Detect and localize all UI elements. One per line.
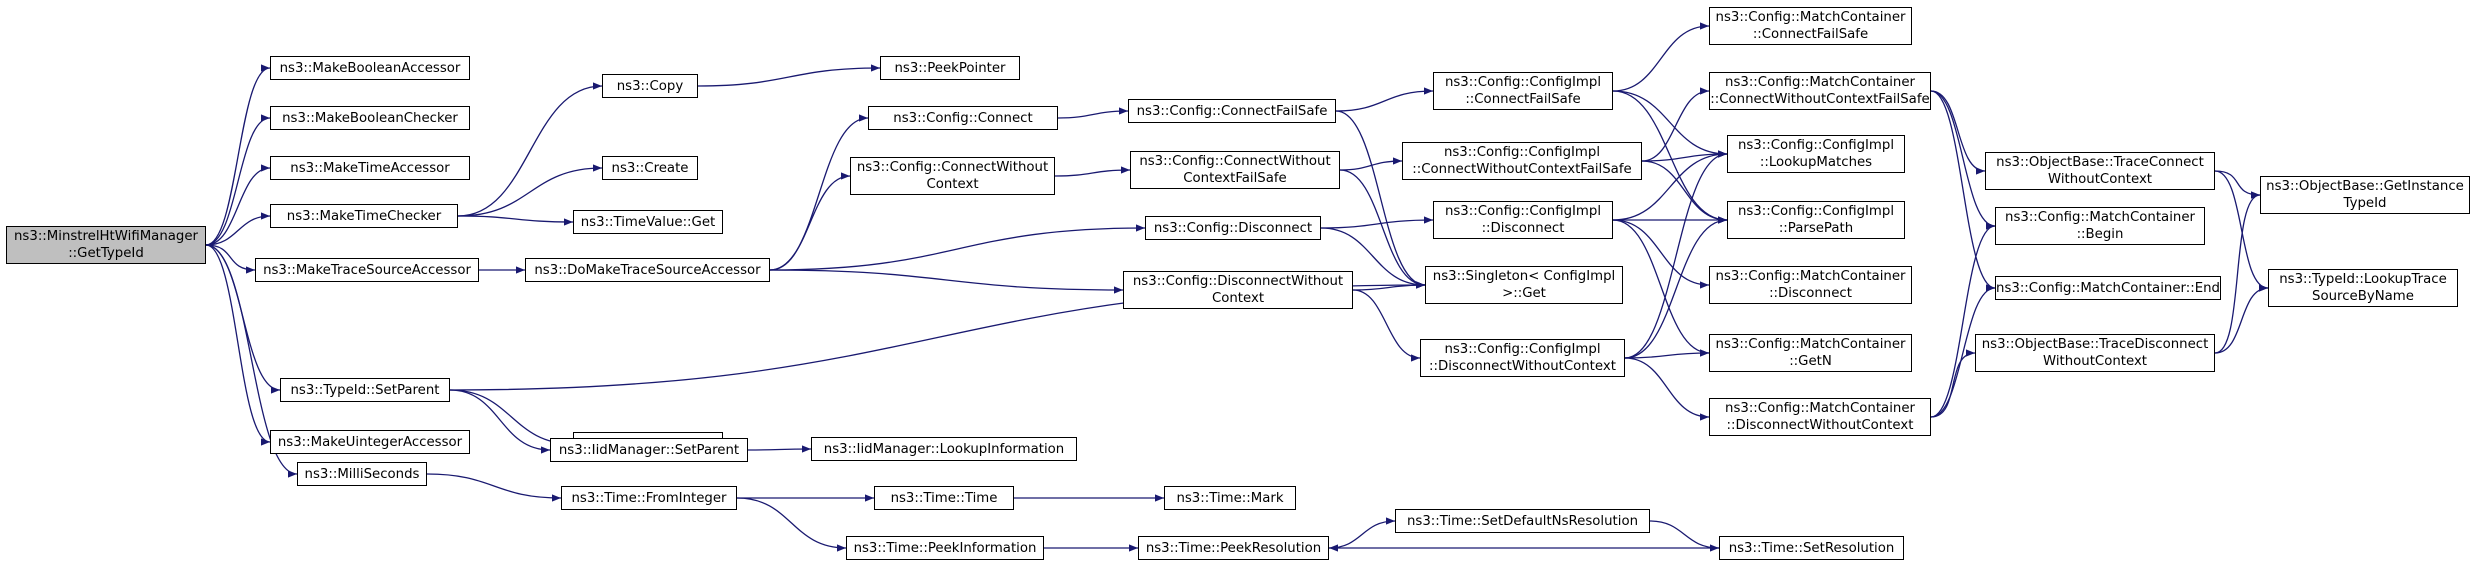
edge-implDisconnect-to-mcDisconnect [1612, 219, 1710, 289]
edge-timePeekResolution-to-timeSetDefaultNsResolution [1328, 517, 1396, 549]
node-object-base-trace-disconnect-without-context[interactable]: ns3::ObjectBase::TraceDisconnect Without… [1975, 334, 2215, 372]
node-milli-seconds[interactable]: ns3::MilliSeconds [297, 462, 427, 486]
edge-root-to-makeBooleanChecker [205, 114, 271, 246]
edge-configDisconnect-to-implDisconnect [1320, 216, 1434, 229]
edge-copy-to-peekPointer [697, 64, 881, 87]
edge-makeTimeChecker-to-create [457, 164, 603, 217]
node-iid-manager-lookup-information[interactable]: ns3::IidManager::LookupInformation [811, 437, 1077, 461]
edge-root-to-makeTimeAccessor [205, 164, 271, 246]
node-config-impl-disconnect[interactable]: ns3::Config::ConfigImpl ::Disconnect [1433, 201, 1613, 239]
edge-milliSeconds-to-timeFromInteger [426, 473, 562, 502]
node-match-container-get-n[interactable]: ns3::Config::MatchContainer ::GetN [1709, 334, 1912, 372]
edge-makeTimeChecker-to-copy [457, 82, 603, 217]
node-config-impl-lookup-matches[interactable]: ns3::Config::ConfigImpl ::LookupMatches [1727, 135, 1905, 173]
edge-implDisconnectWithoutContext-to-mcDisconnectWithoutContext [1624, 357, 1710, 421]
node-match-container-disconnect-without-context[interactable]: ns3::Config::MatchContainer ::Disconnect… [1709, 398, 1931, 436]
edge-configConnectWithoutContextFailSafe-to-implConnectWithoutContextFailSafe [1339, 157, 1403, 171]
node-typeid-set-parent[interactable]: ns3::TypeId::SetParent [280, 378, 450, 402]
node-peek-pointer[interactable]: ns3::PeekPointer [880, 56, 1020, 80]
edge-layer [205, 22, 2269, 552]
node-root: ns3::MinstrelHtWifiManager ::GetTypeId [6, 226, 206, 264]
node-time-set-resolution[interactable]: ns3::Time::SetResolution [1719, 536, 1904, 560]
node-match-container-begin[interactable]: ns3::Config::MatchContainer ::Begin [1995, 207, 2205, 245]
edge-root-to-makeTimeChecker [205, 212, 271, 246]
node-config-impl-parse-path[interactable]: ns3::Config::ConfigImpl ::ParsePath [1727, 201, 1905, 239]
node-singleton-get[interactable]: ns3::Singleton< ConfigImpl >::Get [1425, 266, 1623, 304]
edge-root-to-makeBooleanAccessor [205, 64, 271, 246]
edge-obTraceDisconnectWithoutContext-to-typeIdLookupTraceSourceByName [2214, 284, 2269, 354]
node-config-impl-disconnect-without-context[interactable]: ns3::Config::ConfigImpl ::DisconnectWith… [1420, 339, 1625, 377]
node-config-disconnect[interactable]: ns3::Config::Disconnect [1145, 216, 1321, 240]
node-time-from-integer[interactable]: ns3::Time::FromInteger [561, 486, 737, 510]
node-match-container-disconnect[interactable]: ns3::Config::MatchContainer ::Disconnect [1709, 266, 1912, 304]
edge-timeFromInteger-to-timePeekInformation [736, 497, 847, 552]
node-object-base-trace-connect-without-context[interactable]: ns3::ObjectBase::TraceConnect WithoutCon… [1985, 152, 2215, 190]
node-make-trace-source-accessor[interactable]: ns3::MakeTraceSourceAccessor [255, 258, 479, 282]
node-time-time[interactable]: ns3::Time::Time [874, 486, 1014, 510]
edge-mcConnectWithoutContextFailSafe-to-mcBegin [1930, 90, 1996, 230]
edge-typeIdSetParent-to-iidManagerSetParent [449, 389, 551, 454]
node-config-connect-fail-safe[interactable]: ns3::Config::ConnectFailSafe [1128, 99, 1336, 123]
edge-implConnectWithoutContextFailSafe-to-implParsePath [1641, 160, 1728, 224]
edge-timeSetDefaultNsResolution-to-timeSetResolution [1649, 520, 1720, 552]
edge-root-to-makeUintegerAccessor [205, 244, 271, 446]
node-time-set-default-ns-resolution[interactable]: ns3::Time::SetDefaultNsResolution [1395, 509, 1650, 533]
edge-doMakeTraceSourceAccessor-to-configConnectWithoutContext [769, 172, 851, 271]
node-make-boolean-checker[interactable]: ns3::MakeBooleanChecker [270, 106, 470, 130]
edge-implDisconnectWithoutContext-to-mcGetN [1624, 349, 1710, 359]
edge-iidManagerSetParent-to-iidManagerLookupInformation [747, 445, 812, 453]
edge-implConnectWithoutContextFailSafe-to-mcConnectWithoutContextFailSafe [1641, 87, 1710, 162]
edge-mcDisconnectWithoutContext-to-mcEnd [1930, 284, 1996, 418]
edge-implDisconnect-to-mcGetN [1612, 219, 1710, 357]
node-object-base-get-instance-typeid[interactable]: ns3::ObjectBase::GetInstance TypeId [2260, 176, 2470, 214]
edge-mcConnectWithoutContextFailSafe-to-mcEnd [1930, 90, 1996, 292]
node-config-connect[interactable]: ns3::Config::Connect [868, 106, 1058, 130]
edge-root-to-milliSeconds [205, 244, 298, 478]
edge-configConnectWithoutContextFailSafe-to-singletonGet [1339, 169, 1426, 289]
edge-configConnectWithoutContext-to-configConnectWithoutContextFailSafe [1054, 166, 1131, 177]
edge-mcDisconnectWithoutContext-to-obTraceDisconnectWithoutContext [1930, 349, 1976, 418]
edge-doMakeTraceSourceAccessor-to-configDisconnectWithoutContext [769, 269, 1124, 294]
node-make-time-accessor[interactable]: ns3::MakeTimeAccessor [270, 156, 470, 180]
node-match-container-connect-without-context-fail-safe[interactable]: ns3::Config::MatchContainer ::ConnectWit… [1709, 72, 1931, 110]
node-time-peek-information[interactable]: ns3::Time::PeekInformation [846, 536, 1044, 560]
node-make-uinteger-accessor[interactable]: ns3::MakeUintegerAccessor [270, 430, 470, 454]
edge-implConnectFailSafe-to-implLookupMatches [1612, 90, 1728, 158]
node-config-connect-without-context-fail-safe[interactable]: ns3::Config::ConnectWithout ContextFailS… [1130, 151, 1340, 189]
node-match-container-connect-fail-safe[interactable]: ns3::Config::MatchContainer ::ConnectFai… [1709, 7, 1912, 45]
node-time-mark[interactable]: ns3::Time::Mark [1164, 486, 1296, 510]
edge-makeTimeChecker-to-timeValueGet [457, 215, 574, 226]
node-config-impl-connect-without-context-fail-safe[interactable]: ns3::Config::ConfigImpl ::ConnectWithout… [1402, 142, 1642, 180]
edge-implConnectFailSafe-to-mcConnectFailSafe [1612, 22, 1710, 92]
edge-implDisconnectWithoutContext-to-implLookupMatches [1624, 150, 1728, 359]
edge-configConnect-to-configConnectFailSafe [1057, 107, 1129, 119]
edge-obTraceConnectWithoutContext-to-typeIdLookupTraceSourceByName [2214, 170, 2269, 292]
edge-root-to-makeTraceSourceAccessor [205, 244, 256, 274]
node-match-container-end[interactable]: ns3::Config::MatchContainer::End [1995, 276, 2221, 300]
node-config-connect-without-context[interactable]: ns3::Config::ConnectWithout Context [850, 157, 1055, 195]
edge-configConnectFailSafe-to-implConnectFailSafe [1335, 87, 1434, 112]
node-config-disconnect-without-context[interactable]: ns3::Config::DisconnectWithout Context [1123, 271, 1353, 309]
edge-obTraceConnectWithoutContext-to-obGetInstanceTypeId [2214, 170, 2261, 199]
edge-mcDisconnectWithoutContext-to-mcBegin [1930, 222, 1996, 418]
edge-configConnectFailSafe-to-singletonGet [1335, 110, 1426, 289]
edge-configDisconnect-to-singletonGet [1320, 227, 1426, 289]
edge-doMakeTraceSourceAccessor-to-configDisconnect [769, 224, 1146, 271]
edge-obTraceDisconnectWithoutContext-to-obGetInstanceTypeId [2214, 191, 2261, 354]
node-copy[interactable]: ns3::Copy [602, 74, 698, 98]
edge-configDisconnectWithoutContext-to-implDisconnectWithoutContext [1352, 289, 1421, 362]
node-time-peek-resolution[interactable]: ns3::Time::PeekResolution [1138, 536, 1329, 560]
edge-implDisconnect-to-implLookupMatches [1612, 150, 1728, 221]
node-do-make-trace-source-accessor[interactable]: ns3::DoMakeTraceSourceAccessor [525, 258, 770, 282]
node-make-boolean-accessor[interactable]: ns3::MakeBooleanAccessor [270, 56, 470, 80]
node-create[interactable]: ns3::Create [602, 156, 698, 180]
node-time-value-get[interactable]: ns3::TimeValue::Get [573, 210, 723, 234]
node-config-impl-connect-fail-safe[interactable]: ns3::Config::ConfigImpl ::ConnectFailSaf… [1433, 72, 1613, 110]
node-iid-manager-set-parent[interactable]: ns3::IidManager::SetParent [550, 438, 748, 462]
node-typeid-lookup-trace-source-by-name[interactable]: ns3::TypeId::LookupTrace SourceByName [2268, 269, 2458, 307]
edge-implConnectWithoutContextFailSafe-to-implLookupMatches [1641, 150, 1728, 162]
edge-implDisconnectWithoutContext-to-implParsePath [1624, 216, 1728, 359]
node-make-time-checker[interactable]: ns3::MakeTimeChecker [270, 204, 458, 228]
